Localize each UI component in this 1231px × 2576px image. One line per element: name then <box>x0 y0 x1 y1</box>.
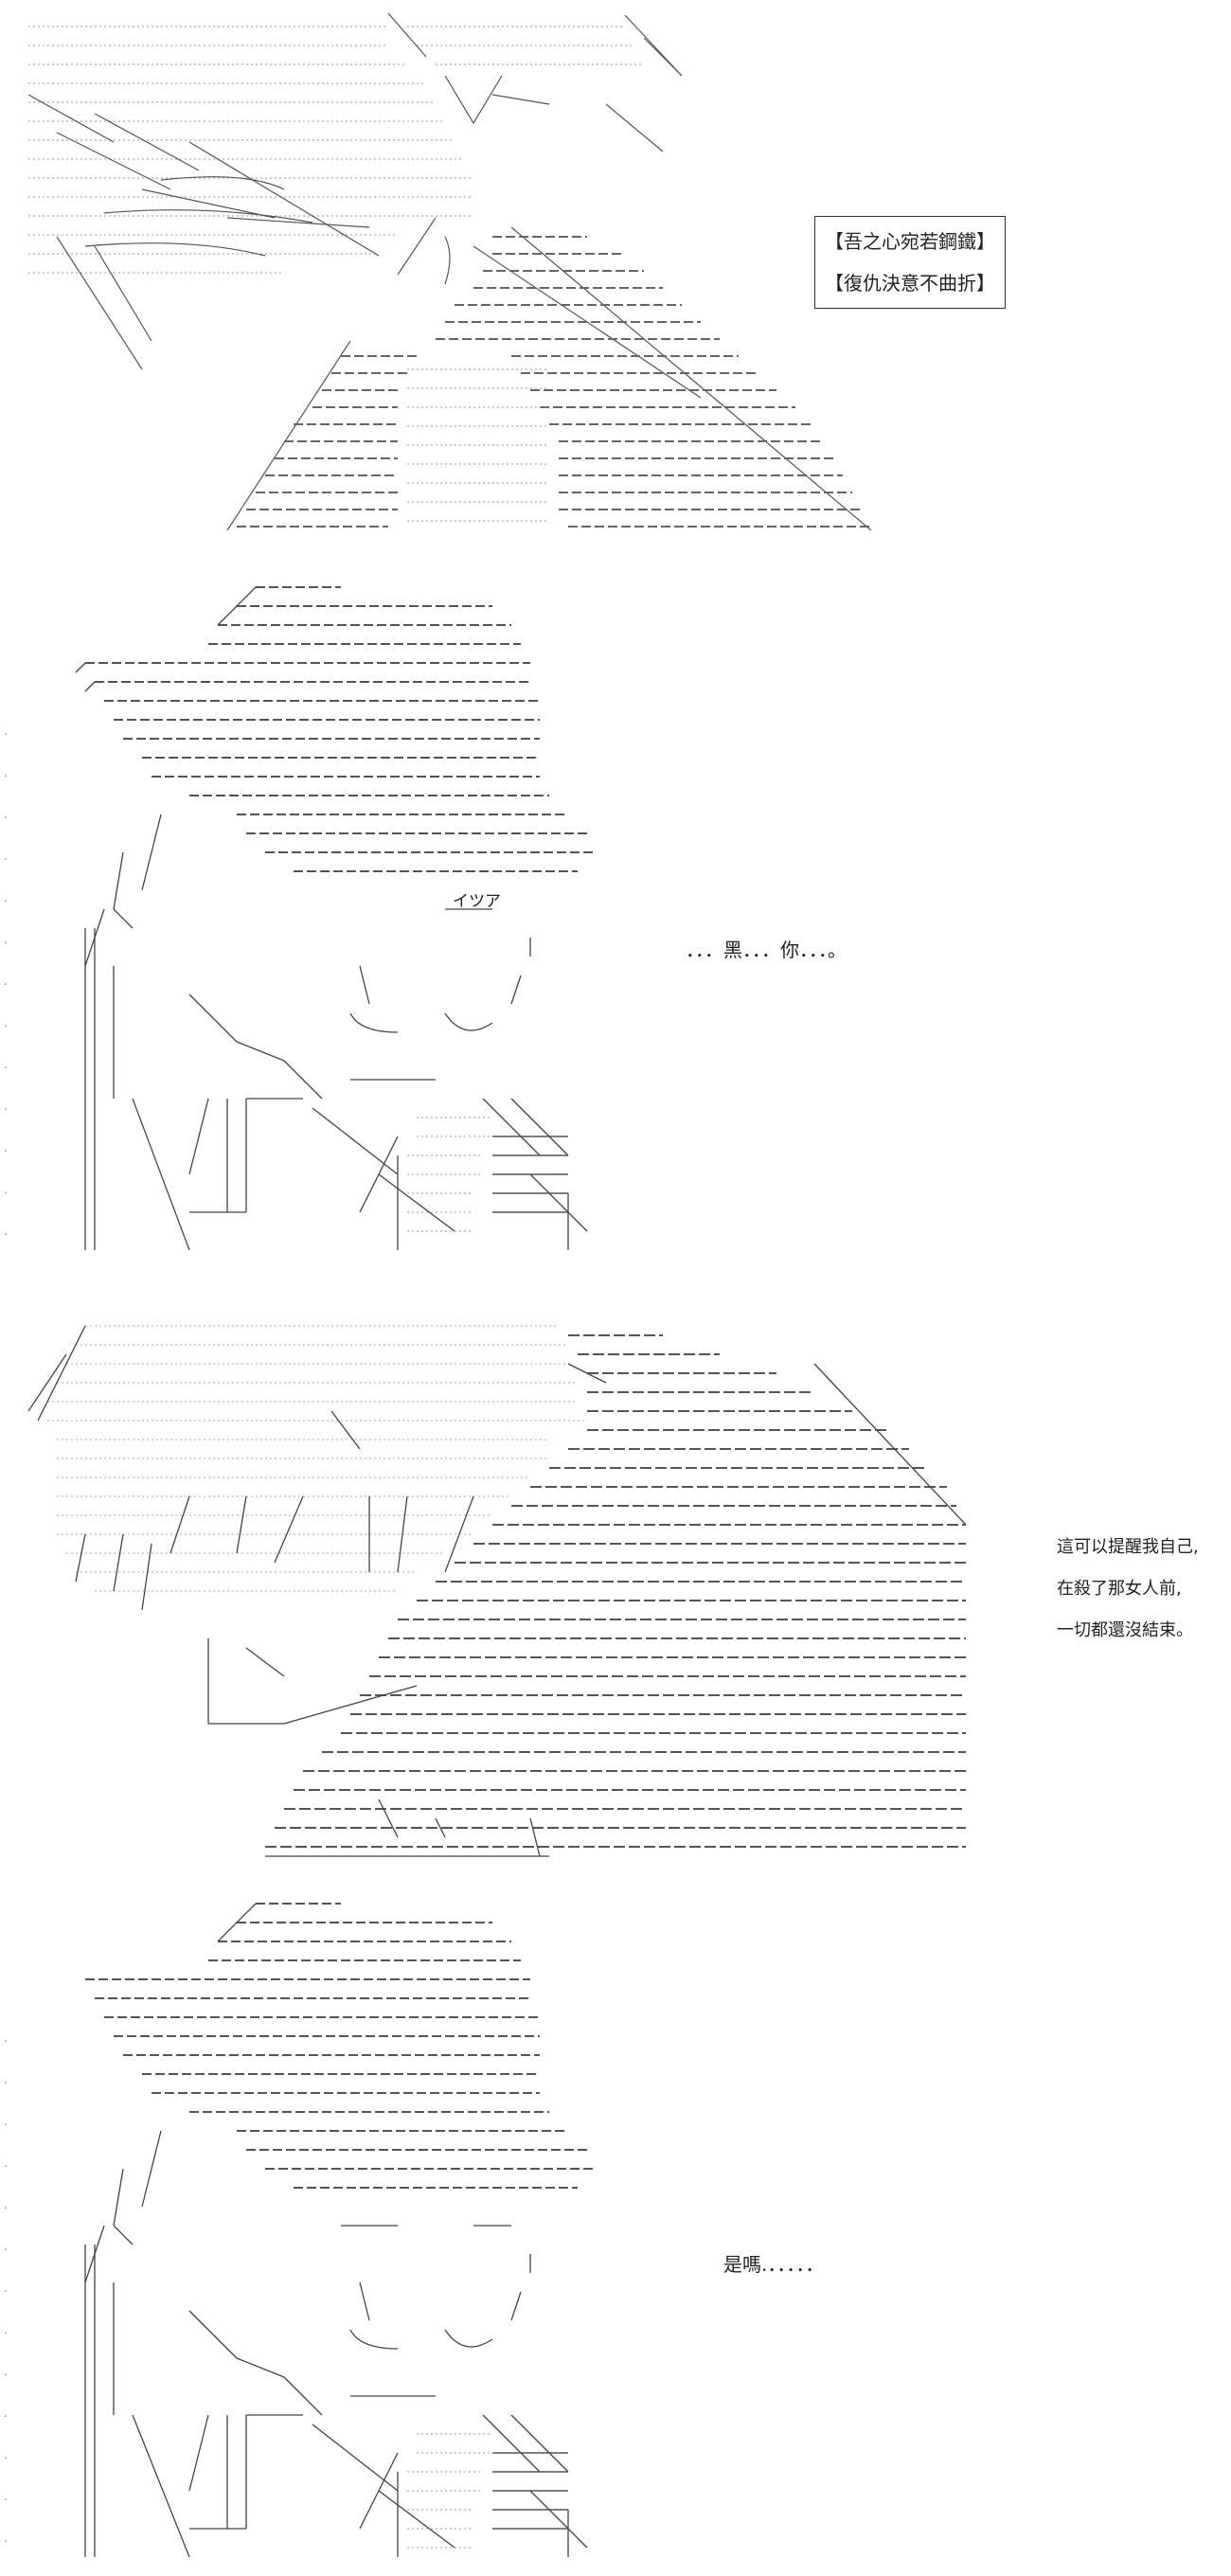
panel-1-ascii-art <box>0 0 909 549</box>
caption-line-2: 【復仇決意不曲折】 <box>825 272 995 295</box>
dialogue-line: 是嗎.．．．．． <box>723 2253 825 2276</box>
panel-4-art-svg <box>84 1903 597 2558</box>
dialogue-line-3: 一切都還沒結束。 <box>1057 1620 1193 1640</box>
panel-1-art-svg <box>27 12 872 531</box>
dialogue-line-1: 這可以提醒我自己, <box>1057 1537 1199 1557</box>
caption-box: 【吾之心宛若鋼鐵】 【復仇決意不曲折】 <box>814 216 1006 309</box>
panel-3-art-svg <box>27 1325 967 1857</box>
panel-2: ............. <box>0 568 1231 1269</box>
caption-line-1: 【吾之心宛若鋼鐵】 <box>825 230 995 253</box>
panel-4-margin-dots: ............. <box>4 2031 8 2545</box>
dialogue-line: ．．．黑．．．你．．．。 <box>686 939 847 961</box>
panel-3-ascii-art <box>0 1307 985 1866</box>
panel-4-ascii-art <box>0 1885 663 2576</box>
panel-1: 【吾之心宛若鋼鐵】 【復仇決意不曲折】 <box>0 0 1231 549</box>
sfx-text: イツア <box>453 892 501 911</box>
panel-2-ascii-art <box>0 568 663 1269</box>
panel-2-margin-dots: ............. <box>4 724 8 1238</box>
panel-4: ............. <box>0 1885 1231 2576</box>
panel-3: 這可以提醒我自己, 在殺了那女人前, 一切都還沒結束。 <box>0 1307 1231 1866</box>
dialogue-block: 這可以提醒我自己, 在殺了那女人前, 一切都還沒結束。 <box>1057 1527 1199 1652</box>
panel-2-art-svg <box>75 586 597 1251</box>
dialogue-line-2: 在殺了那女人前, <box>1057 1579 1182 1599</box>
